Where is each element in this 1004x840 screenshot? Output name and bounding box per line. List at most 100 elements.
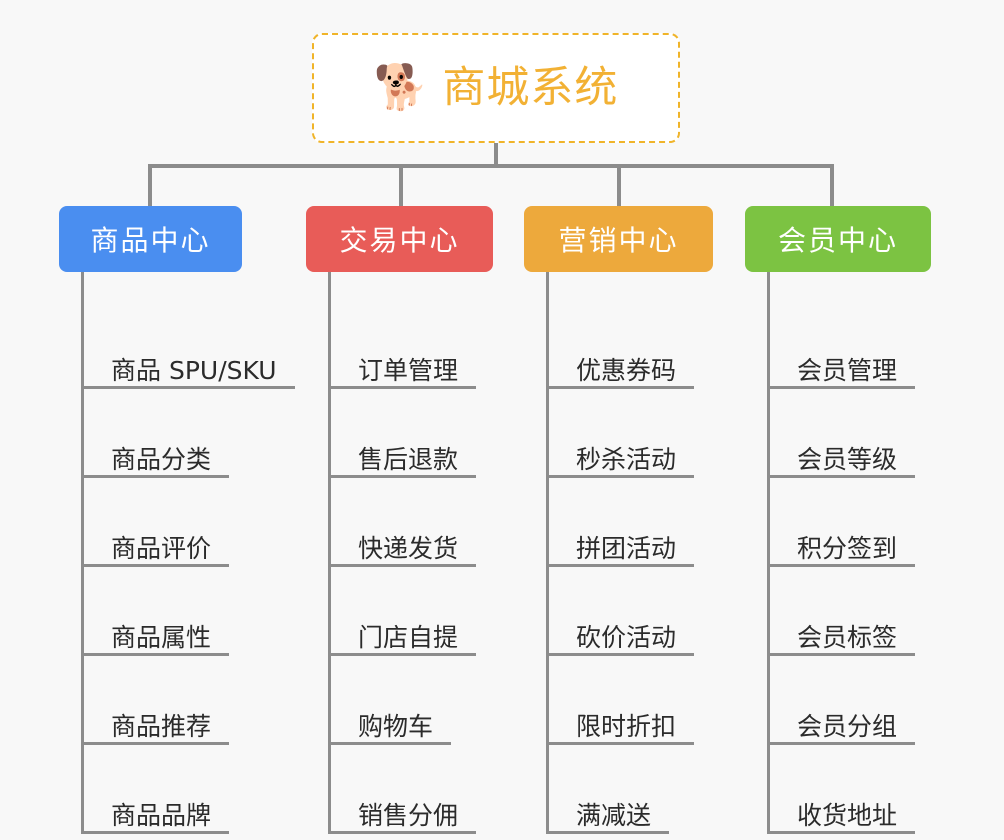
leaf-list-trade: 订单管理 售后退款 快递发货 门店自提 购物车 销售分佣 [328, 300, 476, 834]
shiba-dog-face-icon: 🐕 [373, 62, 429, 113]
leaf-underline [328, 475, 476, 478]
leaf-label: 商品品牌 [111, 801, 212, 830]
leaf-label: 售后退款 [358, 445, 459, 474]
leaf-label: 订单管理 [358, 356, 459, 385]
leaf-underline [767, 564, 915, 567]
branch-column-member: 会员中心 会员管理 会员等级 积分签到 会员标签 会员分组 [745, 206, 931, 834]
branch-header-label: 营销中心 [558, 224, 679, 257]
leaf-item[interactable]: 商品 SPU/SKU [81, 300, 295, 389]
branch-column-product: 商品中心 商品 SPU/SKU 商品分类 商品评价 商品属性 商品推荐 [59, 206, 295, 834]
leaf-item[interactable]: 满减送 [546, 745, 688, 834]
connector-leaf-trunk [546, 300, 549, 834]
leaf-underline [328, 831, 476, 834]
leaf-label: 优惠券码 [576, 356, 677, 385]
leaf-item[interactable]: 砍价活动 [546, 567, 694, 656]
leaf-label: 收货地址 [797, 801, 898, 830]
leaf-label: 购物车 [358, 712, 434, 741]
leaf-item[interactable]: 售后退款 [328, 389, 476, 478]
connector-branch-stub [81, 272, 84, 300]
leaf-underline [81, 386, 295, 389]
root-title: 商城系统 [442, 62, 619, 113]
branch-header-label: 交易中心 [339, 224, 460, 257]
leaf-item[interactable]: 购物车 [328, 656, 470, 745]
connector-branch-stub [767, 272, 770, 300]
leaf-underline [81, 742, 229, 745]
leaf-underline [546, 831, 669, 834]
leaf-item[interactable]: 会员管理 [767, 300, 915, 389]
leaf-label: 门店自提 [358, 623, 459, 652]
leaf-label: 商品 SPU/SKU [111, 356, 277, 385]
connector-branch-1-vertical [399, 164, 403, 206]
connector-leaf-trunk [767, 300, 770, 834]
branch-column-trade: 交易中心 订单管理 售后退款 快递发货 门店自提 购物车 [306, 206, 493, 834]
root-node[interactable]: 🐕 商城系统 [312, 33, 680, 143]
leaf-underline [767, 475, 915, 478]
leaf-label: 会员标签 [797, 623, 898, 652]
leaf-underline [767, 742, 915, 745]
branch-header-trade[interactable]: 交易中心 [306, 206, 493, 272]
branch-header-label: 会员中心 [777, 224, 898, 257]
leaf-item[interactable]: 会员标签 [767, 567, 915, 656]
leaf-item[interactable]: 秒杀活动 [546, 389, 694, 478]
branch-header-product[interactable]: 商品中心 [59, 206, 242, 272]
leaf-underline [81, 653, 229, 656]
leaf-item[interactable]: 会员分组 [767, 656, 915, 745]
connector-leaf-trunk [81, 300, 84, 834]
leaf-item[interactable]: 会员等级 [767, 389, 915, 478]
leaf-label: 商品分类 [111, 445, 212, 474]
leaf-item[interactable]: 订单管理 [328, 300, 476, 389]
leaf-item[interactable]: 商品推荐 [81, 656, 289, 745]
leaf-label: 会员管理 [797, 356, 898, 385]
leaf-list-member: 会员管理 会员等级 积分签到 会员标签 会员分组 收货地址 [767, 300, 915, 834]
leaf-underline [546, 386, 694, 389]
leaf-underline [328, 742, 451, 745]
connector-root-vertical [494, 143, 498, 168]
leaf-item[interactable]: 积分签到 [767, 478, 915, 567]
leaf-item[interactable]: 商品品牌 [81, 745, 289, 834]
leaf-label: 商品推荐 [111, 712, 212, 741]
leaf-underline [767, 831, 915, 834]
branch-header-label: 商品中心 [90, 224, 211, 257]
leaf-underline [81, 475, 229, 478]
leaf-item[interactable]: 快递发货 [328, 478, 476, 567]
connector-leaf-trunk [328, 300, 331, 834]
leaf-item[interactable]: 商品分类 [81, 389, 289, 478]
leaf-item[interactable]: 门店自提 [328, 567, 476, 656]
leaf-label: 销售分佣 [358, 801, 459, 830]
leaf-list-marketing: 优惠券码 秒杀活动 拼团活动 砍价活动 限时折扣 满减送 [546, 300, 694, 834]
leaf-underline [546, 564, 694, 567]
leaf-underline [546, 742, 694, 745]
branch-header-marketing[interactable]: 营销中心 [524, 206, 713, 272]
leaf-item[interactable]: 拼团活动 [546, 478, 694, 567]
leaf-underline [328, 564, 476, 567]
leaf-list-product: 商品 SPU/SKU 商品分类 商品评价 商品属性 商品推荐 商品品牌 [81, 300, 295, 834]
leaf-item[interactable]: 优惠券码 [546, 300, 694, 389]
branch-header-member[interactable]: 会员中心 [745, 206, 931, 272]
leaf-item[interactable]: 商品评价 [81, 478, 289, 567]
leaf-label: 商品评价 [111, 534, 212, 563]
leaf-underline [328, 653, 476, 656]
leaf-item[interactable]: 商品属性 [81, 567, 289, 656]
leaf-underline [546, 653, 694, 656]
connector-branch-stub [328, 272, 331, 300]
leaf-label: 秒杀活动 [576, 445, 677, 474]
leaf-label: 会员分组 [797, 712, 898, 741]
leaf-underline [767, 653, 915, 656]
leaf-item[interactable]: 收货地址 [767, 745, 915, 834]
connector-branch-2-vertical [617, 164, 621, 206]
leaf-underline [81, 831, 229, 834]
leaf-label: 砍价活动 [576, 623, 677, 652]
leaf-underline [767, 386, 915, 389]
branch-column-marketing: 营销中心 优惠券码 秒杀活动 拼团活动 砍价活动 限时折扣 [524, 206, 713, 834]
leaf-label: 积分签到 [797, 534, 898, 563]
leaf-label: 满减送 [576, 801, 652, 830]
connector-branch-0-vertical [148, 164, 152, 206]
leaf-label: 限时折扣 [576, 712, 677, 741]
connector-branch-stub [546, 272, 549, 300]
connector-horizontal-bus [148, 164, 834, 168]
leaf-item[interactable]: 销售分佣 [328, 745, 476, 834]
connector-branch-3-vertical [830, 164, 834, 206]
leaf-item[interactable]: 限时折扣 [546, 656, 694, 745]
leaf-label: 商品属性 [111, 623, 212, 652]
